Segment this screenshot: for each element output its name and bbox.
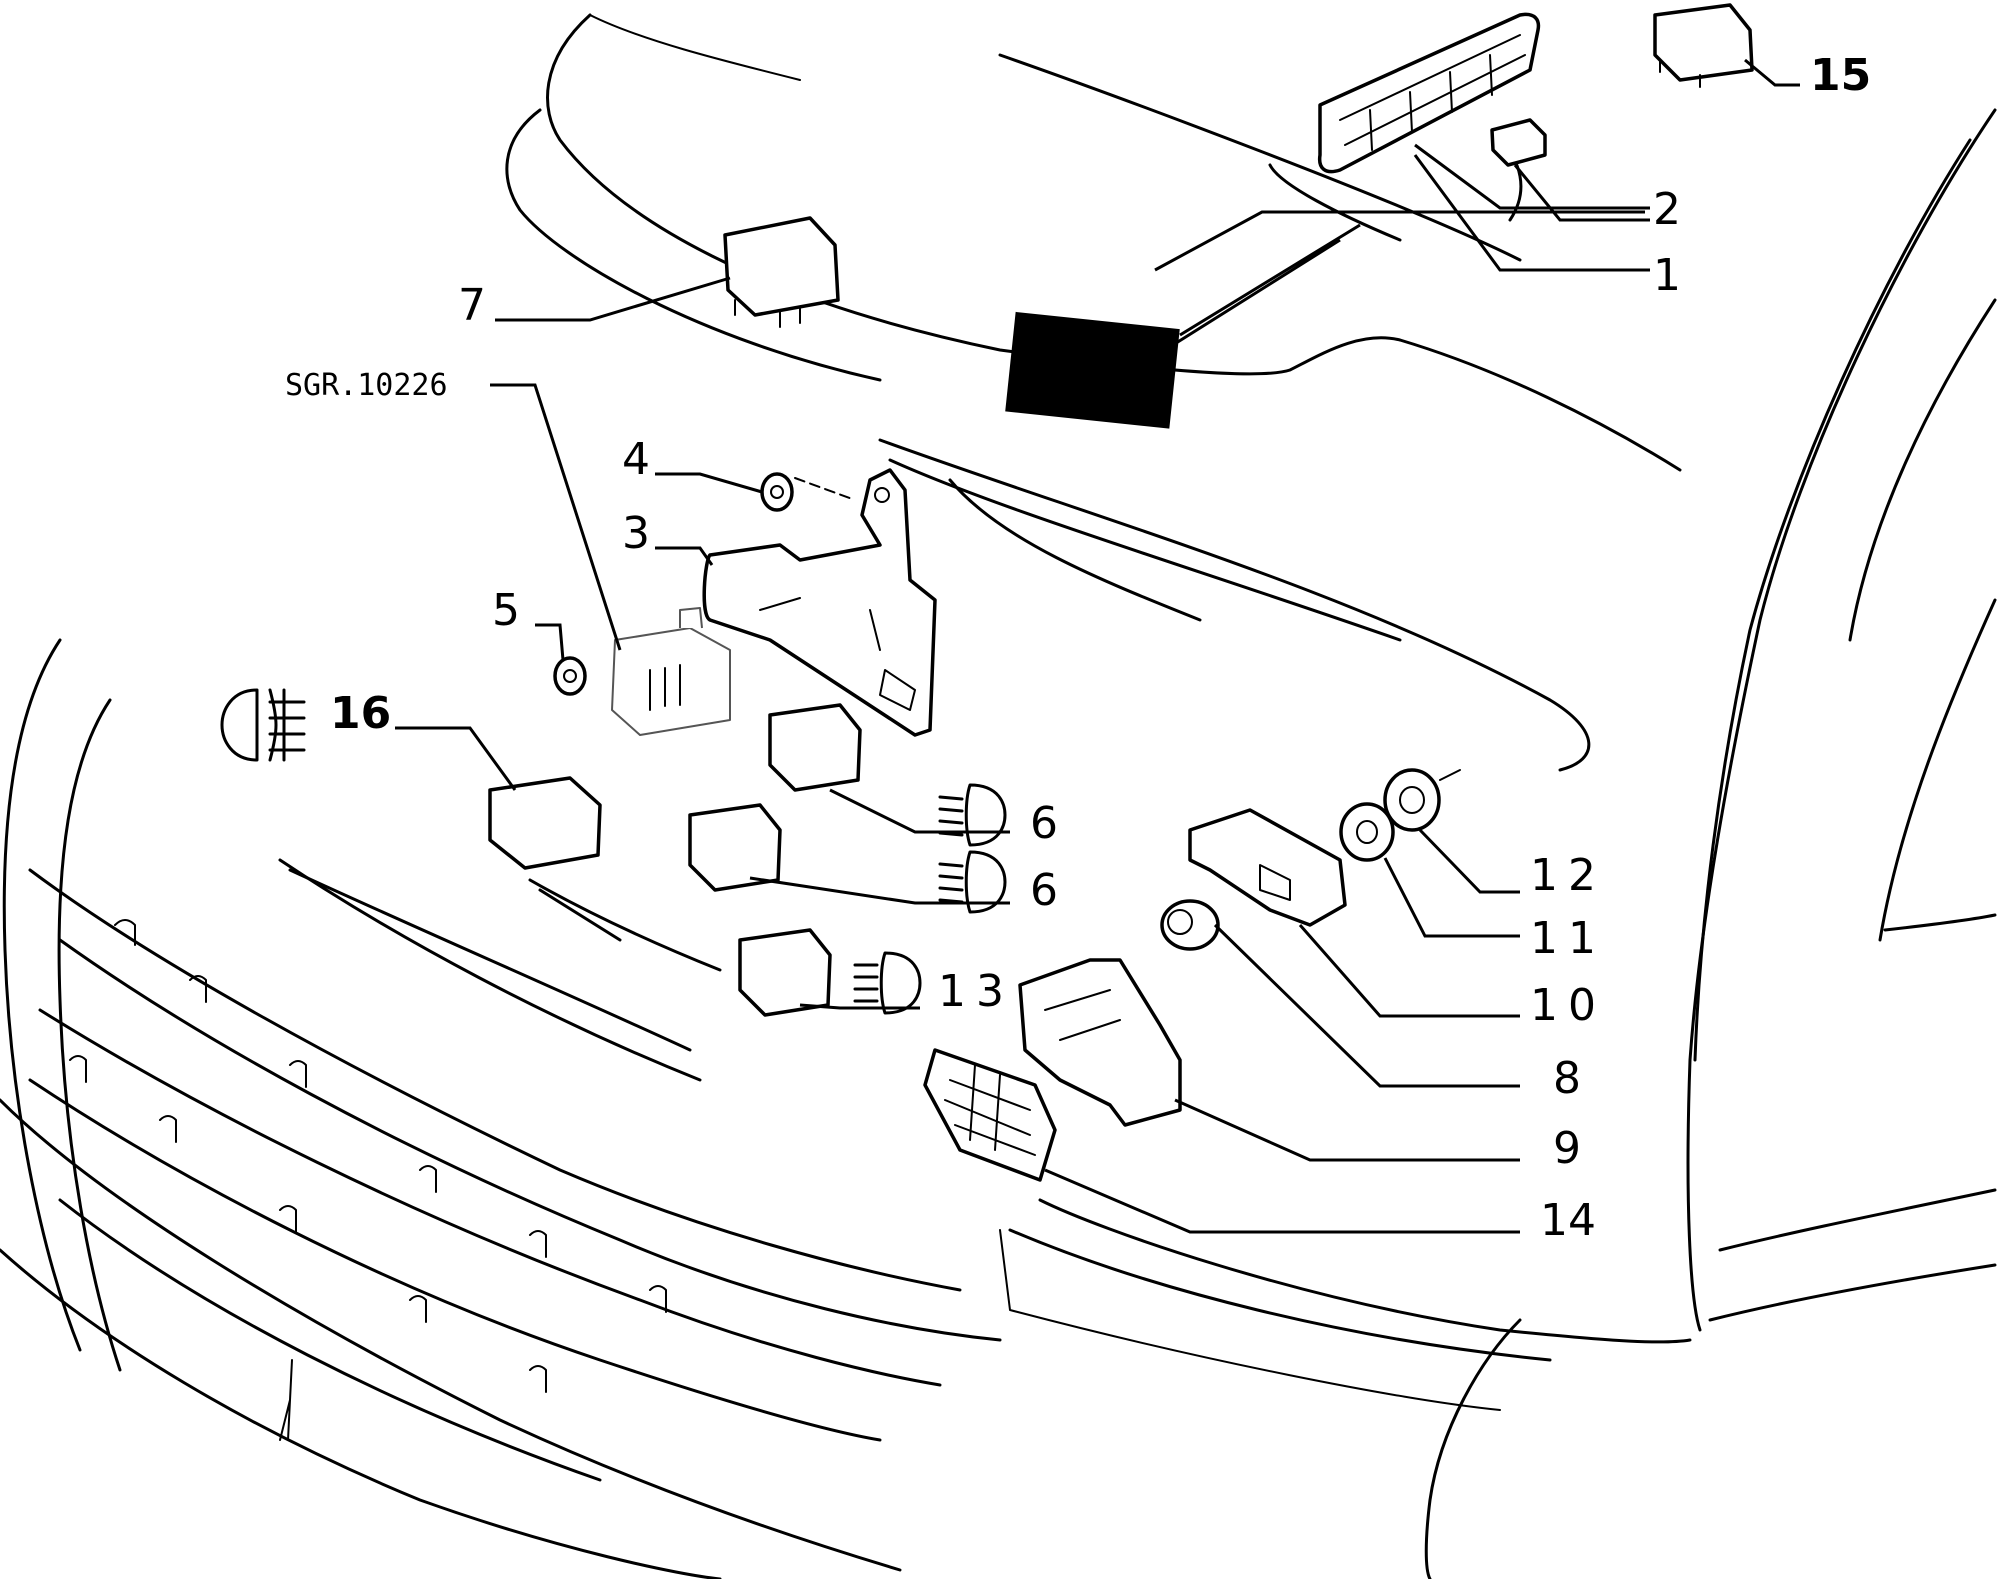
callout-6b: 6	[1030, 865, 1058, 916]
bracket-10	[1188, 808, 1347, 927]
relay-16	[488, 776, 602, 870]
washer-11	[1339, 802, 1395, 862]
callout-7: 7	[458, 280, 486, 331]
callout-1: 1	[1653, 250, 1681, 301]
callout-4: 4	[622, 434, 650, 485]
callout-16: 16	[330, 688, 391, 739]
callout-11: 11	[1530, 913, 1606, 964]
callout-12: 12	[1530, 850, 1606, 901]
relay-7	[723, 216, 840, 328]
callout-15: 15	[1810, 50, 1871, 101]
relay-6-lower	[688, 803, 782, 892]
mini-fuse	[1490, 118, 1547, 167]
spacer-8	[1160, 899, 1220, 951]
callout-9: 9	[1553, 1123, 1581, 1174]
callout-8: 8	[1553, 1053, 1581, 1104]
callout-14: 14	[1540, 1195, 1596, 1246]
callout-10: 10	[1530, 980, 1606, 1031]
leader-lines	[395, 58, 1800, 1234]
relay-13	[738, 928, 832, 1017]
reference-code: SGR.10226	[285, 368, 448, 403]
car-body-outline	[0, 13, 1997, 1581]
relay-6-upper	[768, 703, 862, 792]
callout-6a: 6	[1030, 798, 1058, 849]
connector-9	[1018, 958, 1182, 1127]
headlight-low-beam-icon	[938, 850, 1007, 914]
fuse-panel-14	[923, 1048, 1057, 1182]
nut-12	[1383, 768, 1461, 832]
fuse-box-location-marker	[1005, 311, 1180, 429]
mounting-bracket	[702, 468, 937, 737]
headlight-low-beam-icon	[938, 783, 1007, 847]
nut-5	[553, 656, 587, 696]
relay-15	[1653, 3, 1754, 88]
fuse-box	[1317, 12, 1541, 174]
callout-13: 13	[938, 966, 1014, 1017]
callout-2: 2	[1653, 184, 1681, 235]
nut-4	[760, 472, 856, 512]
headlight-high-beam-icon	[853, 951, 922, 1015]
callout-5: 5	[492, 585, 520, 636]
callout-3: 3	[622, 508, 650, 559]
fog-light-icon	[220, 688, 306, 762]
control-unit-ghost	[611, 607, 731, 736]
